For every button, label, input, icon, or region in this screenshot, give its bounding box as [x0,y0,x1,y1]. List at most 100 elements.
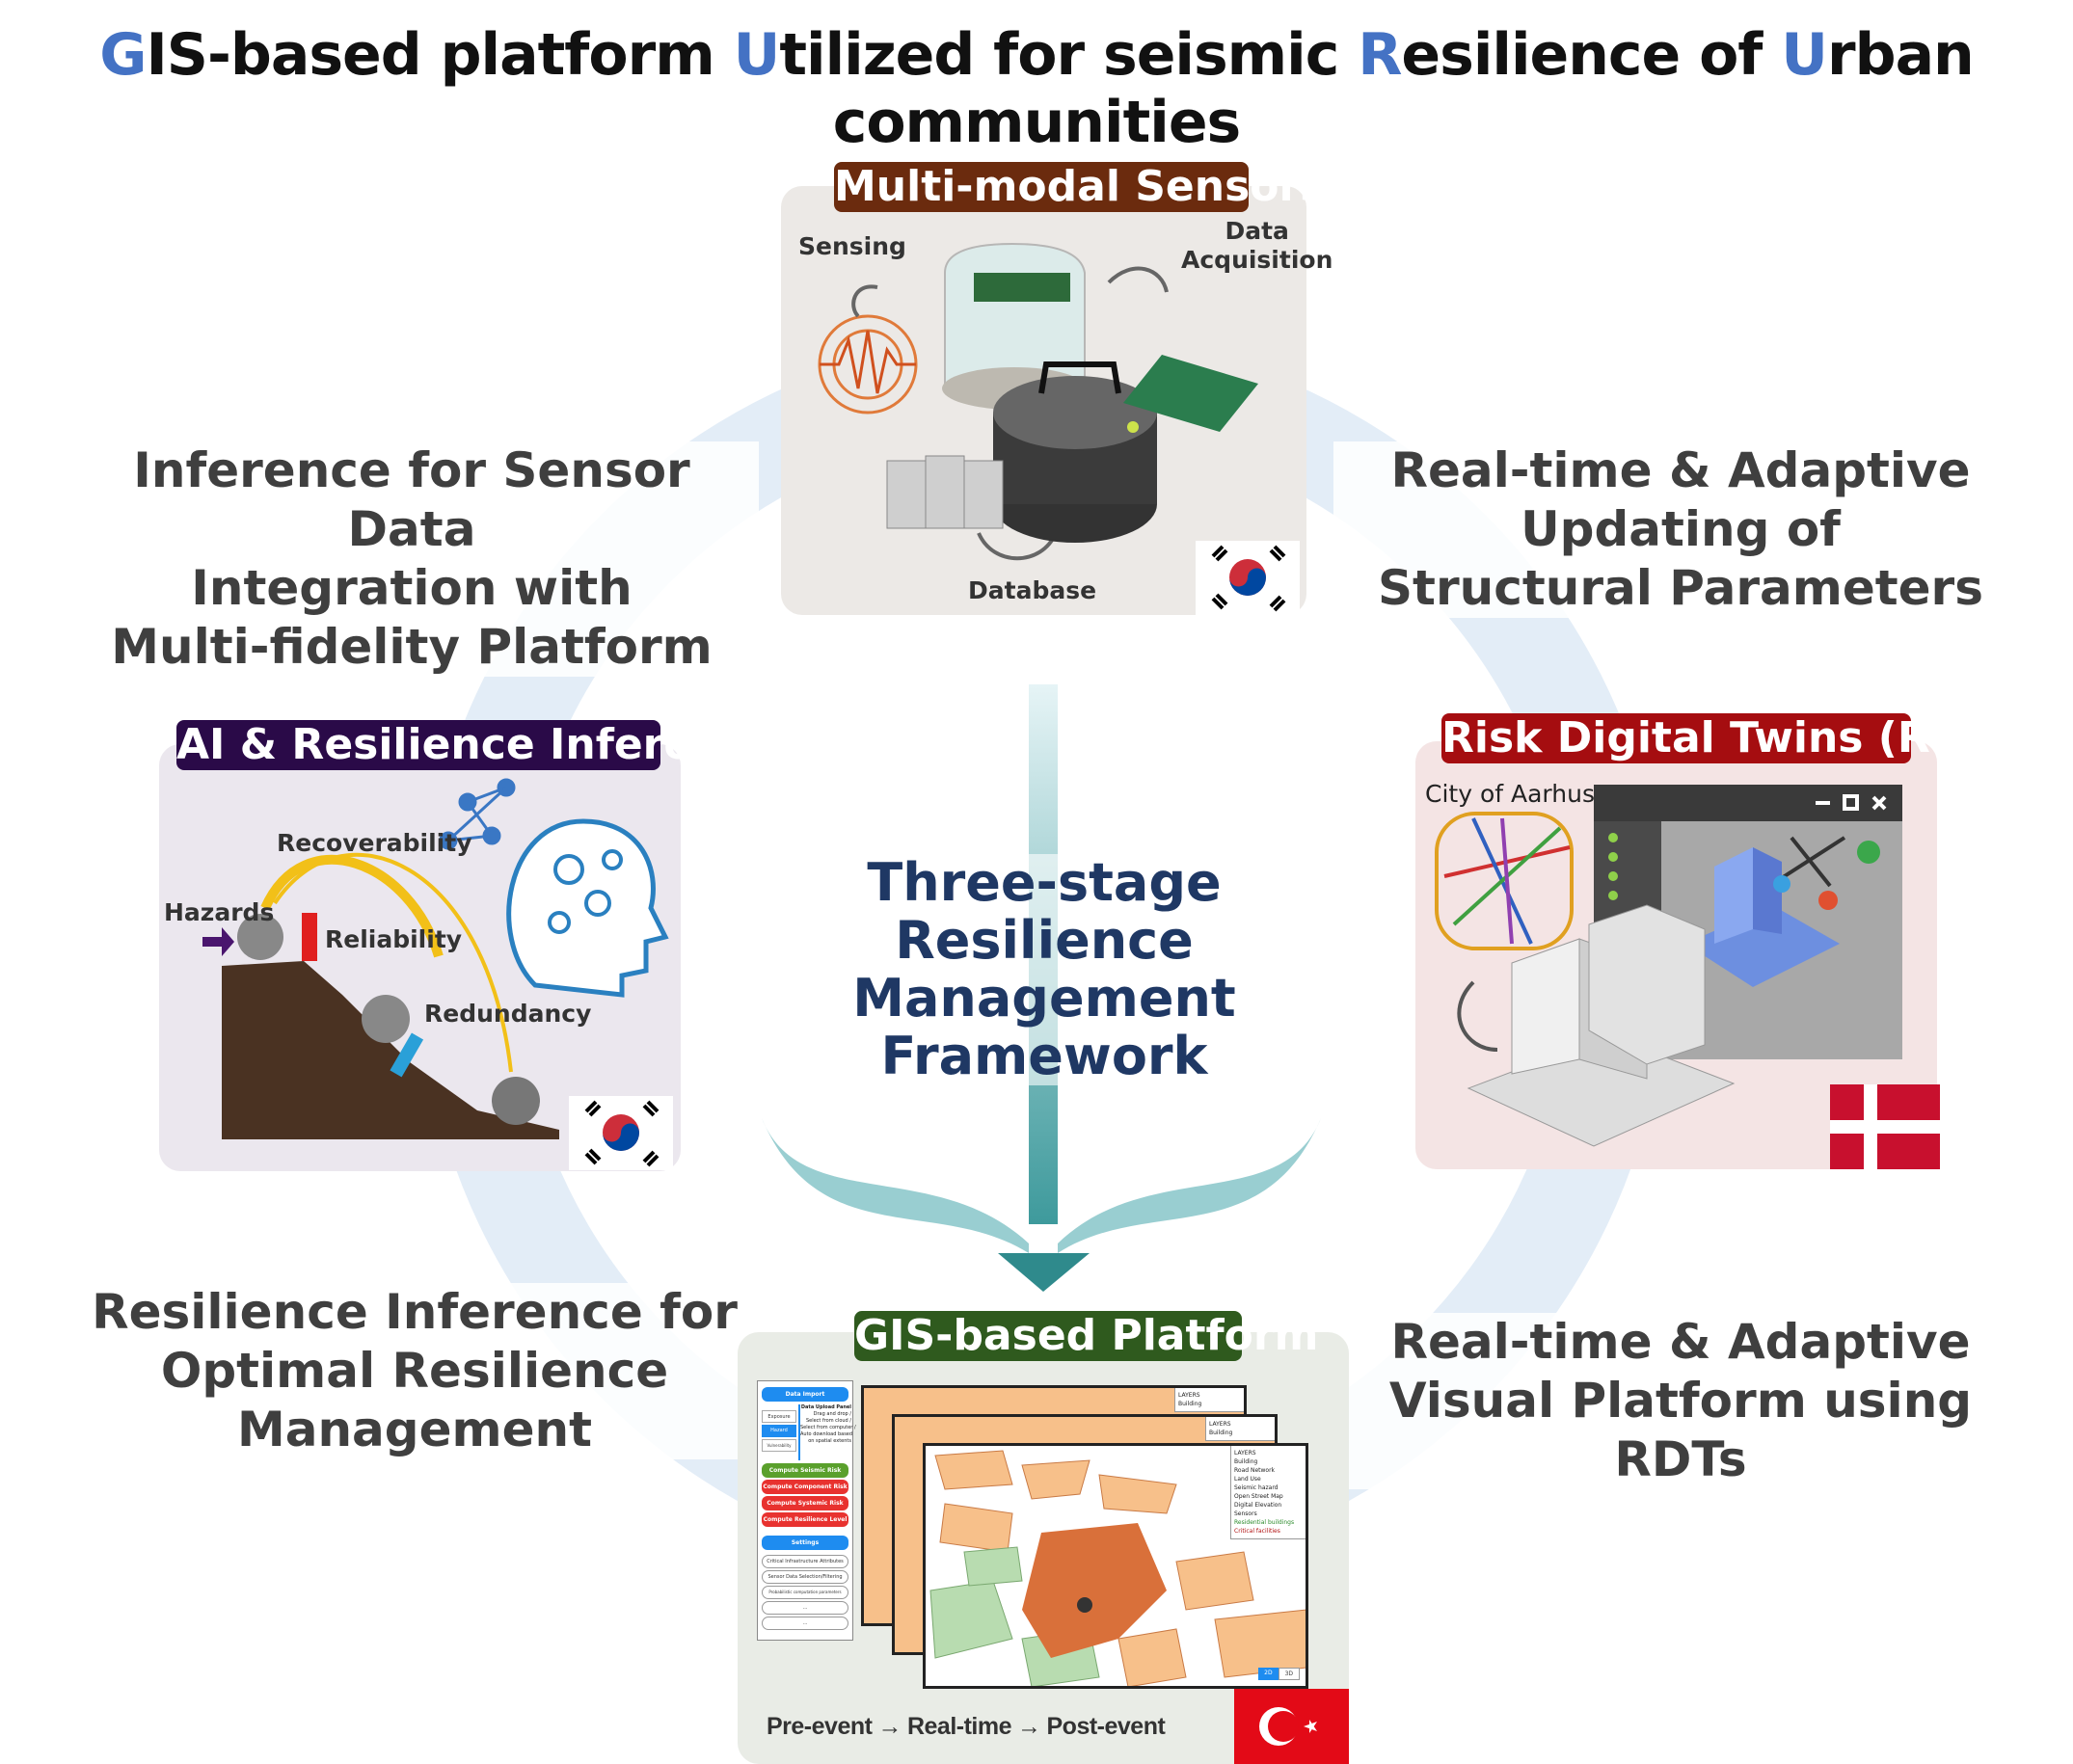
ai-label: AI & Resilience Inference [176,720,777,770]
layer-item[interactable]: Sensors [1234,1510,1257,1517]
layer-item[interactable]: Open Street Map [1234,1493,1283,1500]
data-import-button[interactable]: Data Import [762,1387,848,1402]
view-2d-button[interactable]: 2D [1258,1668,1279,1680]
sensors-label: Multi-modal Sensors [834,162,1326,212]
legend-residential: Residential buildings [1234,1519,1295,1526]
option-button[interactable]: ... [762,1617,848,1630]
building-3d-icon [1685,905,1840,987]
text-line: Select from computer / [800,1425,856,1430]
text-line: Drag and drop / [813,1411,851,1417]
title-accent-letter: R [1358,21,1402,89]
title-accent-letter: U [733,21,781,89]
compute-seismic-risk-button[interactable]: Compute Seismic Risk [762,1463,848,1478]
label-reliability: Reliability [325,925,463,953]
timeline-real-time: Real-time [906,1713,1012,1740]
compute-component-risk-button[interactable]: Compute Component Risk [762,1480,848,1494]
tab-vulnerability[interactable]: Vulnerability [762,1439,796,1452]
title-text: tilized for seismic [779,21,1359,89]
text-line: Integration with [191,560,633,616]
page-title: GIS-based platform Utilized for seismic … [0,21,2073,156]
text-line: Optimal Resilience [160,1343,669,1399]
arrow-right-icon: → [1017,1713,1041,1740]
layers-panel: LAYERS Building [1174,1388,1244,1412]
layers-title: LAYERS [1178,1392,1200,1399]
text-line: Management [236,1402,593,1457]
slope-icon [222,961,559,1139]
title-text: rban communities [832,21,1975,156]
denmark-flag-icon [1830,1084,1940,1169]
layers-title: LAYERS [1209,1421,1231,1428]
timeline-pre-event: Pre-event [767,1713,873,1740]
text-line: Structural Parameters [1378,560,1983,616]
timeline: Pre-event→Real-time→Post-event [767,1713,1166,1741]
title-text: esilience of [1401,21,1782,89]
layer-item[interactable]: Digital Elevation [1234,1502,1282,1509]
boulder-icon [237,914,283,960]
label-sensing: Sensing [798,232,906,260]
damaged-area [1022,1523,1167,1658]
text-line: Visual Platform using RDTs [1388,1373,1973,1487]
text-line: Resilience Inference for [92,1284,738,1340]
text-line: Real-time & Adaptive [1390,442,1971,498]
label-recoverability: Recoverability [277,829,472,857]
text-line: Multi-fidelity Platform [111,619,713,675]
turkey-flag-icon [1234,1689,1349,1764]
layer-item[interactable]: Road Network [1234,1467,1276,1474]
arrow-right-icon: → [877,1713,902,1740]
city-map [929,1450,1306,1686]
ai-panel: Recoverability Hazards Reliability Redun… [159,744,681,1171]
text-line: Real-time & Adaptive [1390,1314,1971,1370]
gis-label: GIS-based Platform [854,1311,1319,1361]
view-3d-button[interactable]: 3D [1278,1668,1300,1680]
text-line: Data [1225,217,1289,245]
option-button[interactable]: Critical Infrastructure Attributes [762,1555,848,1568]
tab-hazard[interactable]: Hazard [762,1425,796,1437]
compute-systemic-risk-button[interactable]: Compute Systemic Risk [762,1496,848,1510]
text-line: on spatial extents [808,1438,851,1444]
layer-item[interactable]: Building [1178,1401,1202,1407]
option-button[interactable]: Probabilistic computation parameters [762,1586,848,1599]
neural-network-icon [439,778,516,850]
label-city: City of Aarhus [1425,780,1595,808]
framework-title: Three-stage Resilience Management Framew… [707,854,1382,1085]
rdt-label: Risk Digital Twins (RDTs) [1441,713,2033,763]
layer-item[interactable]: Land Use [1234,1476,1261,1483]
layers-panel: LAYERS Building [1205,1417,1275,1441]
ai-illustration [202,778,669,1139]
layer-item[interactable]: Building [1209,1430,1233,1436]
text-line: Acquisition [1181,246,1333,274]
layer-item[interactable]: Seismic hazard [1234,1484,1279,1491]
korea-flag-icon [569,1096,673,1170]
layer-item[interactable]: Building [1234,1458,1258,1465]
text-line: Inference for Sensor Data [133,442,690,557]
center-line: Resilience Management [852,910,1236,1029]
korea-flag-icon [1196,541,1300,615]
legend-critical: Critical facilities [1234,1528,1280,1535]
option-button[interactable]: ... [762,1601,848,1615]
metro-map-icon [1435,812,1574,950]
label-hazards: Hazards [164,898,275,926]
digital-twin-illustration [1435,785,1902,1147]
circuit-board-icon [1123,355,1258,432]
label-database: Database [968,576,1097,604]
text-line: Select from cloud / [805,1418,851,1424]
compute-resilience-button[interactable]: Compute Resilience Level [762,1512,848,1527]
center-line: Three-stage [867,852,1222,913]
settings-dropdown[interactable]: Settings [762,1536,848,1550]
layers-title: LAYERS [1234,1450,1256,1457]
tab-exposure[interactable]: Exposure [762,1410,796,1423]
timeline-post-event: Post-event [1046,1713,1166,1740]
server-rack-icon [886,455,1004,529]
option-button[interactable]: Sensor Data Selection/Filtering [762,1570,848,1584]
